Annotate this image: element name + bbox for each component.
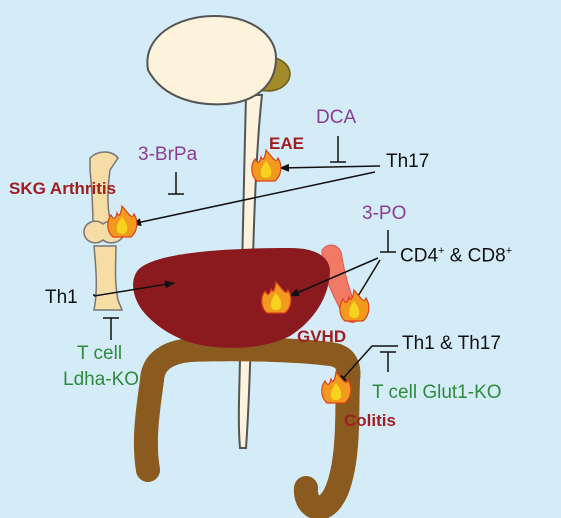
inhibition-bars: [103, 136, 396, 372]
label-ldha-ko: Ldha-KO: [63, 369, 140, 390]
label-th1: Th1: [45, 287, 78, 308]
label-dca: DCA: [316, 107, 357, 128]
label-th17: Th17: [386, 151, 430, 172]
label-brpa: 3-BrPa: [138, 144, 198, 165]
label-t-cell-glut1-ko: T cell Glut1-KO: [372, 382, 502, 403]
label-gvhd: GVHD: [297, 327, 347, 346]
brain: [146, 14, 278, 106]
liver: [133, 248, 330, 348]
arrow-th17-to-eae: [279, 163, 381, 172]
label-cd4-cd8: CD4+ & CD8+: [400, 245, 513, 267]
label-eae: EAE: [269, 134, 304, 153]
arrow-th17-to-knee: [131, 171, 376, 227]
flame-knee-icon: [107, 205, 138, 238]
arrow-cd4-to-liver: [289, 257, 379, 297]
activation-arrows: [93, 163, 398, 385]
arrow-th1-to-liver-line: [93, 280, 175, 297]
intestine: [133, 337, 361, 518]
label-t-cell-ldha: T cell: [77, 343, 123, 364]
label-colitis: Colitis: [344, 411, 396, 430]
arrow-th1th17-to-colitis: [337, 345, 398, 385]
label-skg-arthritis: SKG Arthritis: [9, 179, 117, 198]
label-3po: 3-PO: [362, 203, 407, 224]
label-th1-th17: Th1 & Th17: [402, 333, 501, 354]
